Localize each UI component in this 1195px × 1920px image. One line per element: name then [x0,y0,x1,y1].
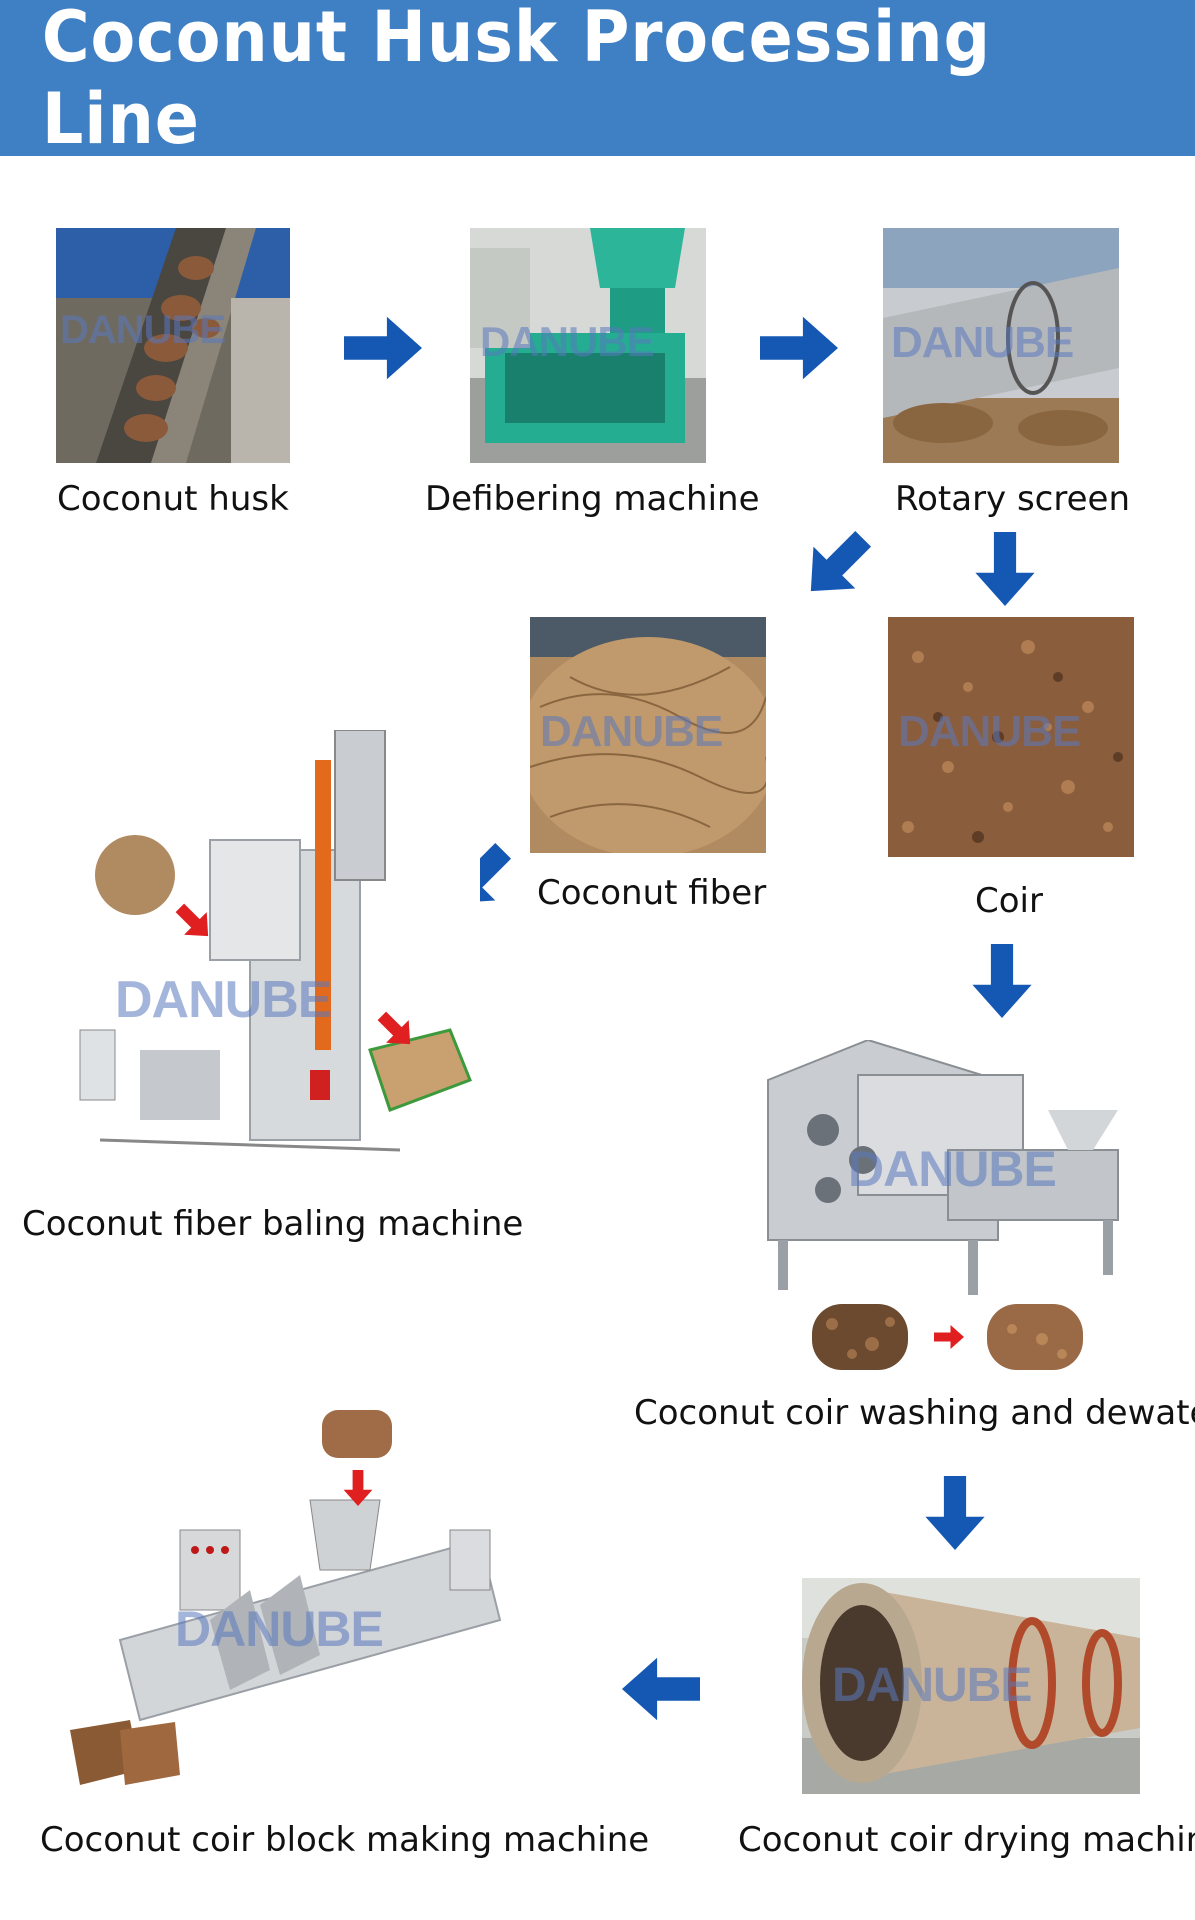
page-title: Coconut Husk Processing Line [41,0,992,160]
rotary-screen-image: DANUBE [883,228,1119,463]
label-baling-machine: Coconut fiber baling machine [22,1204,524,1244]
defibering-machine-image: DANUBE [470,228,706,463]
baling-machine-image: DANUBE [60,730,480,1170]
label-drying-machine: Coconut coir drying machine [738,1820,1195,1860]
arrow-right-icon [344,309,422,387]
arrow-down-icon [968,530,1042,608]
label-rotary-screen: Rotary screen [895,479,1130,519]
arrow-down-left-icon [800,528,874,602]
label-coconut-husk: Coconut husk [57,479,289,519]
dewatered-coir-sample-image [987,1304,1083,1370]
arrow-down-icon [965,942,1039,1020]
label-block-making-machine: Coconut coir block making machine [40,1820,650,1860]
label-washing-dewater: Coconut coir washing and dewater [634,1393,1195,1433]
arrow-right-icon [760,309,838,387]
label-coconut-fiber: Coconut fiber [537,873,767,913]
red-arrow-icon [376,1010,416,1050]
label-defibering-machine: Defibering machine [425,479,760,519]
washing-dewater-machine-image: DANUBE [748,1040,1148,1300]
title-banner: Coconut Husk Processing Line [0,0,1195,160]
label-coir: Coir [975,881,1043,921]
coir-image: DANUBE [888,617,1134,857]
coconut-fiber-image: DANUBE [530,617,766,853]
arrow-down-icon [918,1474,992,1552]
red-arrow-icon [340,1470,376,1506]
drying-machine-image: DANUBE [802,1578,1140,1794]
block-making-machine-image: DANUBE [60,1400,540,1800]
coconut-husk-image: DANUBE [56,228,290,463]
red-arrow-icon [174,902,214,942]
wet-coir-sample-image [812,1304,908,1370]
red-arrow-icon [930,1322,968,1352]
arrow-left-icon [622,1650,700,1728]
